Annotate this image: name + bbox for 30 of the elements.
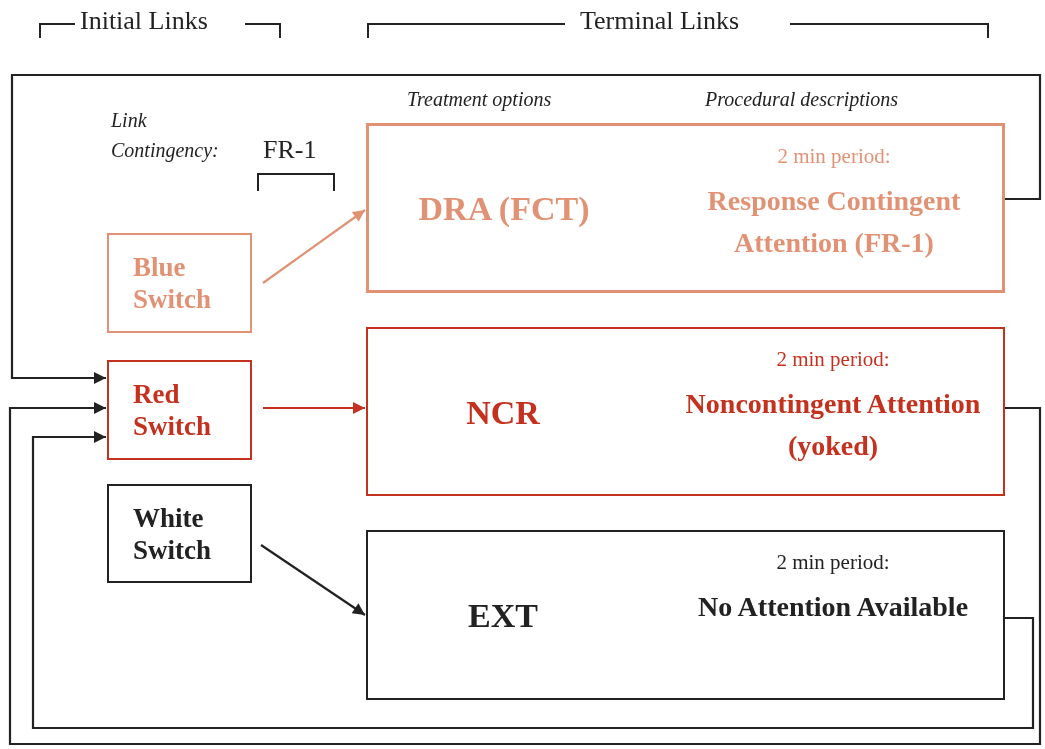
procedure-description: Noncontingent Attention (yoked) bbox=[684, 387, 982, 463]
procedure-description: Response Contingent Attention (FR-1) bbox=[706, 184, 962, 260]
treatment-name: DRA (FCT) bbox=[417, 188, 591, 229]
switch-box bbox=[107, 233, 252, 333]
switch-label: Blue Switch bbox=[132, 251, 212, 315]
treatment-box bbox=[366, 327, 1005, 496]
treatment-name: NCR bbox=[465, 392, 541, 432]
arrow bbox=[260, 544, 366, 616]
switch-label: Red Switch bbox=[132, 378, 212, 442]
arrow bbox=[262, 209, 366, 284]
period-label: 2 min period: bbox=[776, 144, 892, 170]
arrow bbox=[263, 402, 365, 414]
column-heading: Procedural descriptions bbox=[705, 88, 899, 111]
column-heading: Treatment options bbox=[407, 88, 552, 111]
period-label: 2 min period: bbox=[775, 347, 891, 373]
switch-box bbox=[107, 484, 252, 583]
ratio-label: FR-1 bbox=[263, 135, 317, 165]
treatment-name: EXT bbox=[467, 595, 539, 636]
switch-label: White Switch bbox=[132, 501, 212, 566]
terminal-links-heading: Terminal Links bbox=[580, 6, 740, 36]
feedback-arrow bbox=[10, 73, 1042, 384]
initial-links-heading: Initial Links bbox=[80, 6, 208, 36]
link-contingency-label: Link Contingency: bbox=[111, 108, 220, 164]
treatment-box bbox=[366, 530, 1005, 700]
treatment-box bbox=[366, 123, 1005, 293]
procedure-description: No Attention Available bbox=[696, 590, 970, 624]
feedback-arrow bbox=[31, 431, 1035, 730]
switch-box bbox=[107, 360, 252, 460]
period-label: 2 min period: bbox=[775, 550, 891, 576]
feedback-arrow bbox=[8, 402, 1042, 746]
